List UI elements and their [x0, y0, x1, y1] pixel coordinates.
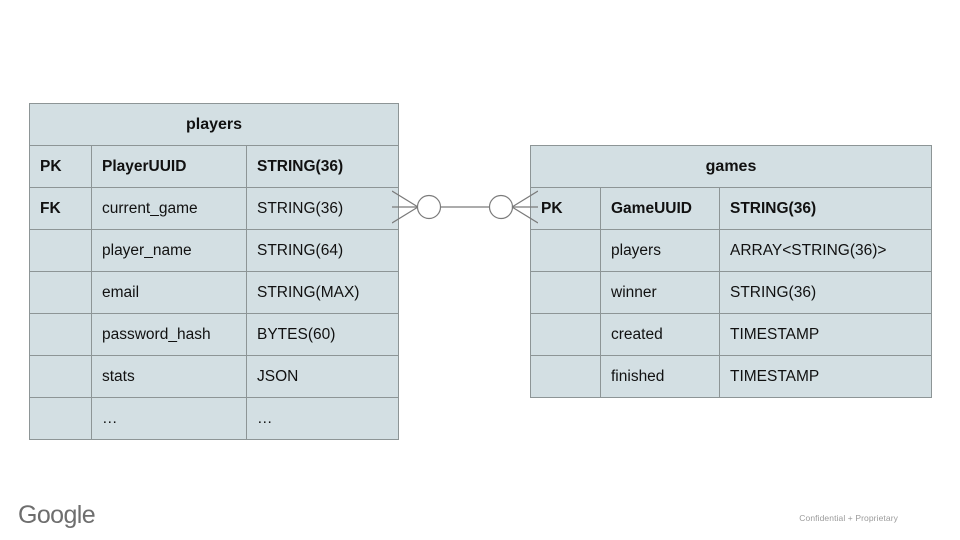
column-name: winner: [600, 271, 720, 314]
table-row: email STRING(MAX): [29, 271, 400, 314]
column-key: [29, 397, 92, 440]
column-name: created: [600, 313, 720, 356]
column-type: STRING(36): [245, 145, 400, 188]
table-row: winner STRING(36): [530, 271, 933, 314]
entity-title-row: players: [28, 103, 400, 146]
column-key: PK: [29, 145, 92, 188]
column-key: [29, 313, 92, 356]
relationship-connector-players-games: [392, 190, 538, 224]
entity-table-games: games PK GameUUID STRING(36) players ARR…: [529, 145, 933, 398]
crowsfoot-left-upper: [392, 190, 419, 208]
column-name: password_hash: [91, 313, 247, 356]
column-name: finished: [600, 355, 720, 398]
column-name: GameUUID: [600, 187, 720, 230]
column-type: TIMESTAMP: [718, 313, 933, 356]
column-key: [29, 229, 92, 272]
column-name: stats: [91, 355, 247, 398]
column-type: BYTES(60): [245, 313, 400, 356]
column-type: TIMESTAMP: [718, 355, 933, 398]
crowsfoot-right-upper: [511, 190, 538, 208]
column-key: PK: [530, 187, 601, 230]
column-name: email: [91, 271, 247, 314]
table-row: stats JSON: [29, 355, 400, 398]
column-type: STRING(MAX): [245, 271, 400, 314]
entity-table-players: players PK PlayerUUID STRING(36) FK curr…: [28, 103, 400, 440]
table-row: created TIMESTAMP: [530, 313, 933, 356]
column-key: FK: [29, 187, 92, 230]
column-name: current_game: [91, 187, 247, 230]
column-type: …: [245, 397, 400, 440]
entity-title-players: players: [28, 103, 400, 146]
column-name: …: [91, 397, 247, 440]
column-key: [29, 355, 92, 398]
optionality-circle-right: [488, 194, 514, 220]
table-row: PK PlayerUUID STRING(36): [29, 145, 400, 188]
column-type: ARRAY<STRING(36)>: [718, 229, 933, 272]
crowsfoot-right-lower: [511, 206, 538, 224]
column-name: PlayerUUID: [91, 145, 247, 188]
column-type: STRING(36): [718, 271, 933, 314]
table-row: … …: [29, 397, 400, 440]
optionality-circle-left: [416, 194, 442, 220]
column-type: STRING(64): [245, 229, 400, 272]
confidentiality-note: Confidential + Proprietary: [799, 513, 898, 523]
column-name: player_name: [91, 229, 247, 272]
column-name: players: [600, 229, 720, 272]
crowsfoot-left-lower: [392, 206, 419, 224]
column-key: [29, 271, 92, 314]
column-type: JSON: [245, 355, 400, 398]
table-row: players ARRAY<STRING(36)>: [530, 229, 933, 272]
column-key: [530, 271, 601, 314]
entity-title-games: games: [529, 145, 933, 188]
column-key: [530, 229, 601, 272]
column-type: STRING(36): [718, 187, 933, 230]
google-logo: Google: [18, 501, 96, 529]
entity-title-row: games: [529, 145, 933, 188]
column-key: [530, 313, 601, 356]
column-key: [530, 355, 601, 398]
column-type: STRING(36): [245, 187, 400, 230]
table-row: finished TIMESTAMP: [530, 355, 933, 398]
table-row: FK current_game STRING(36): [29, 187, 400, 230]
table-row: PK GameUUID STRING(36): [530, 187, 933, 230]
table-row: password_hash BYTES(60): [29, 313, 400, 356]
table-row: player_name STRING(64): [29, 229, 400, 272]
